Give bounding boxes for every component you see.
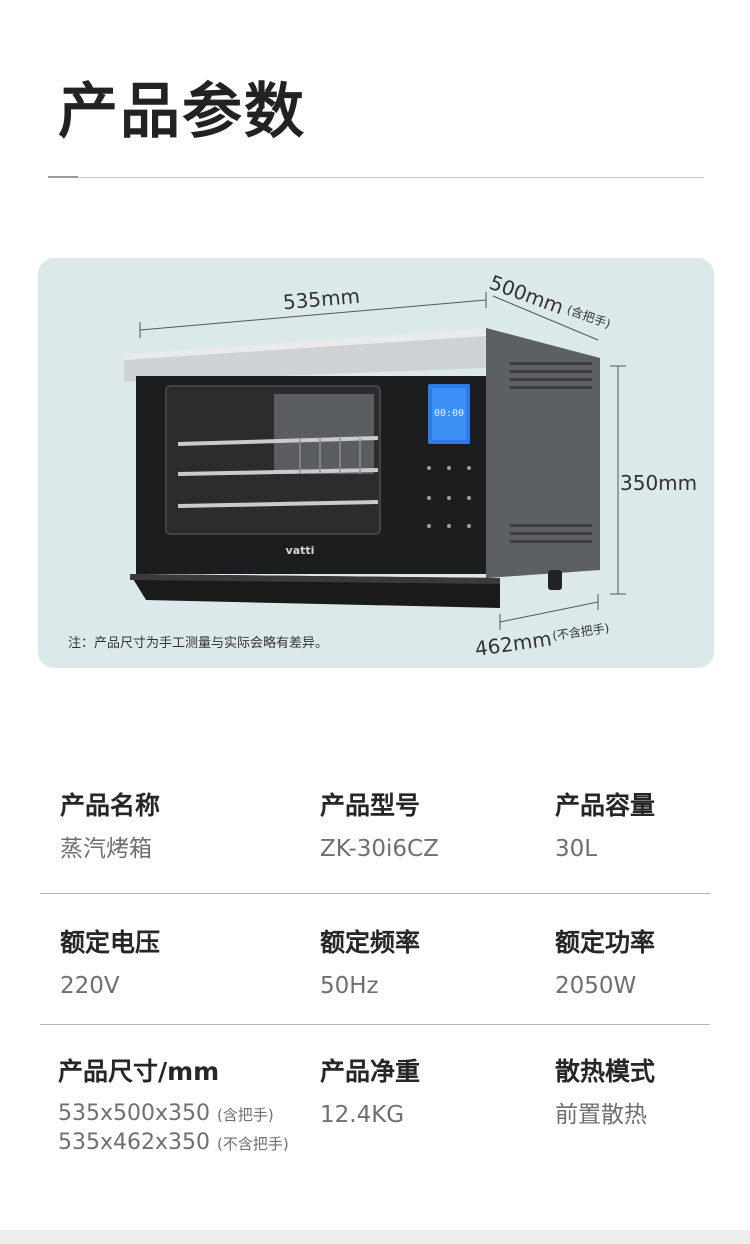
spec-label: 额定频率 <box>320 928 421 957</box>
title-divider-accent <box>48 176 78 178</box>
brand-logo: vatti <box>286 544 315 557</box>
spec-label: 额定功率 <box>555 928 656 957</box>
spec-value: 蒸汽烤箱 <box>60 836 152 862</box>
width-label: 535mm <box>282 284 361 315</box>
title-divider <box>48 177 704 178</box>
spec-rated-power: 额定功率 2050W <box>555 927 655 1001</box>
spec-value: 2050W <box>555 973 637 999</box>
dimension-lines <box>139 292 626 630</box>
spec-note: (不含把手) <box>217 1135 289 1153</box>
spec-label: 产品容量 <box>555 791 656 820</box>
spec-value: 12.4KG <box>320 1102 405 1128</box>
spec-value: ZK-30i6CZ <box>320 836 439 862</box>
spec-value: 535x500x350 <box>58 1101 211 1126</box>
spec-dimensions: 产品尺寸/mm 535x500x350 (含把手) 535x462x350 (不… <box>58 1056 289 1158</box>
spec-value: 前置散热 <box>555 1102 647 1128</box>
spec-value: 50Hz <box>320 973 379 999</box>
measurement-note: 注：产品尺寸为手工测量与实际会略有差异。 <box>68 636 329 651</box>
spec-label: 产品型号 <box>320 791 421 820</box>
depth-without-handle-label: 462mm <box>473 626 553 661</box>
spec-model: 产品型号 ZK-30i6CZ <box>320 790 439 864</box>
oven-illustration: 00:00 vatti 535mm 500mm (含把手) 350mm 462m… <box>124 270 697 661</box>
row-divider <box>40 1024 710 1025</box>
spec-rated-frequency: 额定频率 50Hz <box>320 927 420 1001</box>
spec-label: 散热模式 <box>555 1057 656 1086</box>
spec-product-name: 产品名称 蒸汽烤箱 <box>60 790 160 864</box>
spec-note: (含把手) <box>217 1106 274 1124</box>
spec-capacity: 产品容量 30L <box>555 790 655 864</box>
depth-with-handle-note: (含把手) <box>565 302 613 332</box>
depth-with-handle-label: 500mm <box>486 270 567 319</box>
spec-label: 产品名称 <box>60 791 161 820</box>
spec-rated-voltage: 额定电压 220V <box>60 927 160 1001</box>
spec-cooling-mode: 散热模式 前置散热 <box>555 1056 655 1130</box>
spec-label: 额定电压 <box>60 928 161 957</box>
spec-value: 535x462x350 <box>58 1130 211 1155</box>
page-title: 产品参数 <box>58 77 306 147</box>
spec-label: 产品净重 <box>320 1057 421 1086</box>
height-label: 350mm <box>620 471 697 495</box>
dimension-illustration-panel: 00:00 vatti 535mm 500mm (含把手) 350mm 462m… <box>38 258 714 668</box>
control-icons <box>427 466 471 528</box>
spec-net-weight: 产品净重 12.4KG <box>320 1056 420 1130</box>
row-divider <box>40 893 710 894</box>
display-time: 00:00 <box>434 408 464 419</box>
spec-value: 30L <box>555 836 598 862</box>
footer-band <box>0 1230 750 1244</box>
spec-label: 产品尺寸/mm <box>58 1057 220 1086</box>
spec-value: 220V <box>60 973 120 999</box>
depth-without-handle-note: (不含把手) <box>551 620 610 643</box>
